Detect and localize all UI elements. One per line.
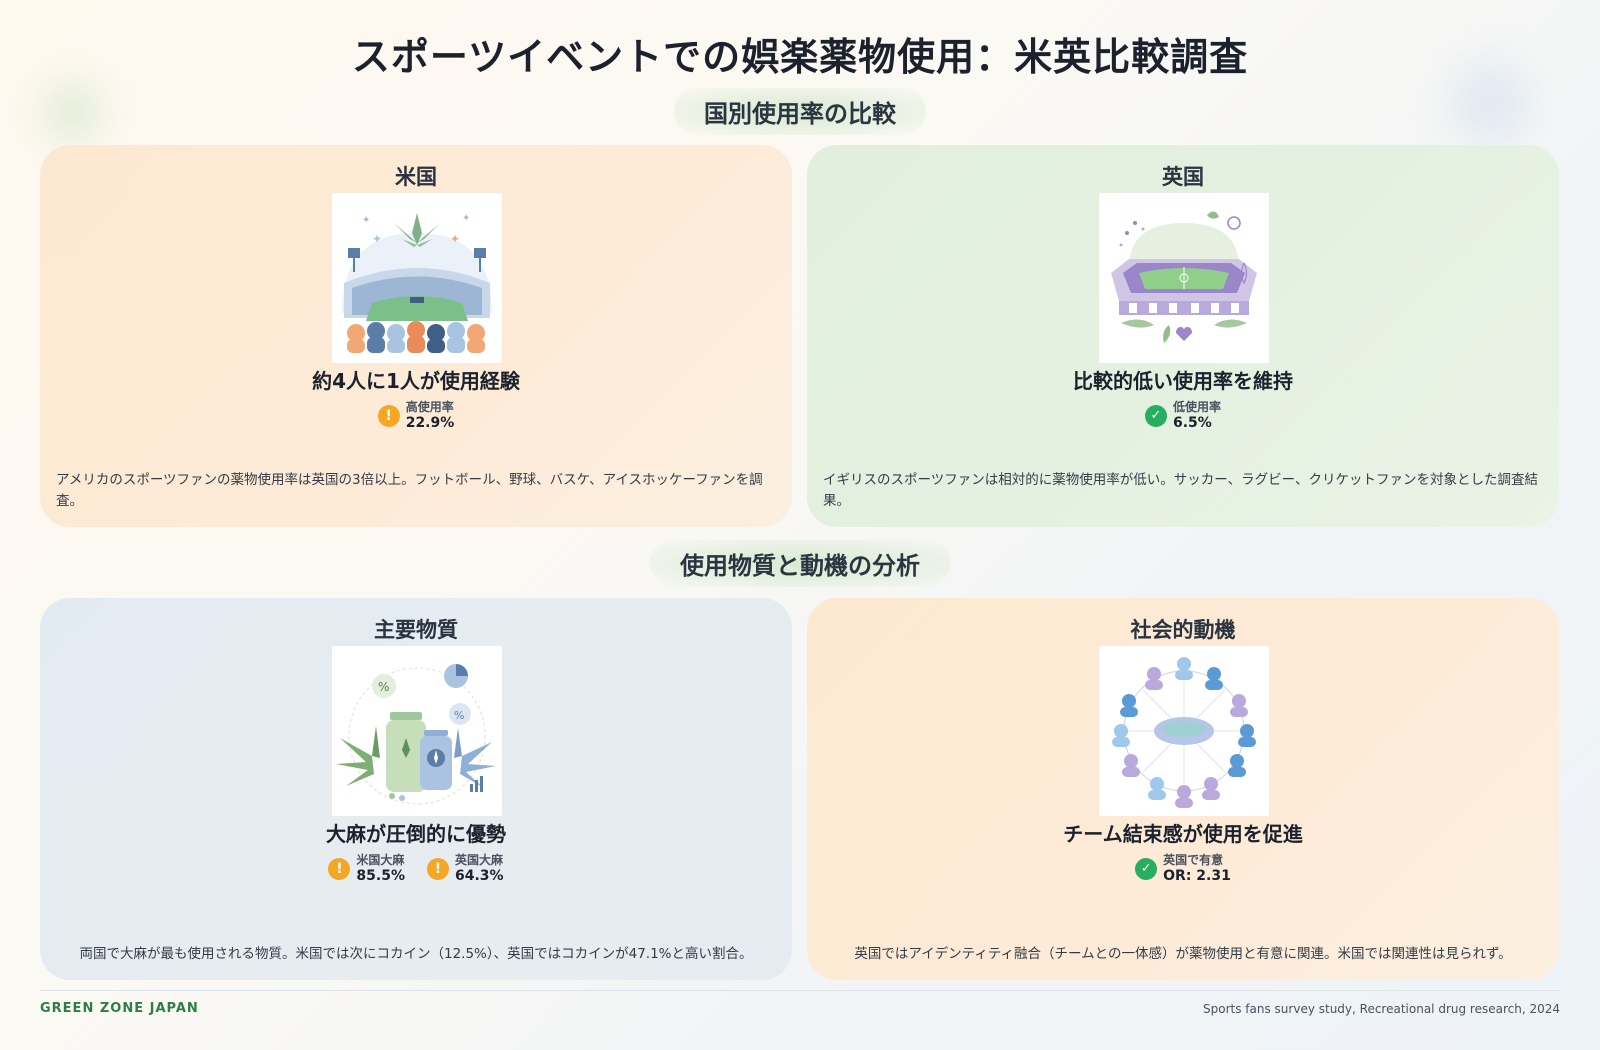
stat-value: 22.9% — [405, 414, 455, 431]
stat-label: 米国大麻 — [356, 853, 405, 867]
stadium-wellness-illustration — [1099, 193, 1269, 363]
check-icon: ✓ — [1135, 857, 1158, 880]
card-title: 英国 — [1162, 165, 1204, 189]
exclamation-icon: ! — [427, 857, 449, 880]
card-title: 米国 — [395, 165, 437, 189]
source-citation: Sports fans survey study, Recreational d… — [1203, 1002, 1560, 1016]
card-uk: 英国 比較的低い使用率を維持 ✓ 低使用 — [807, 145, 1559, 527]
stats-row: ✓ 英国で有意 OR: 2.31 — [807, 853, 1559, 884]
stats-row: ! 高使用率 22.9% — [40, 400, 792, 431]
stat-label: 高使用率 — [405, 400, 454, 414]
stat-value: 85.5% — [356, 867, 405, 884]
svg-text:✦: ✦ — [450, 232, 460, 246]
fans-network-illustration — [1099, 646, 1269, 816]
svg-text:%: % — [454, 709, 464, 722]
footer-divider — [40, 990, 1560, 991]
stats-row: ✓ 低使用率 6.5% — [807, 400, 1559, 431]
svg-text:✦: ✦ — [372, 232, 382, 246]
check-icon: ✓ — [1144, 404, 1167, 427]
cannabis-bottles-illustration: % % — [332, 646, 502, 816]
stats-row: ! 米国大麻 85.5% ! 英国大麻 64.3% — [40, 853, 792, 884]
decor-blob-blue — [1450, 62, 1530, 142]
stat-label: 英国で有意 — [1163, 853, 1224, 867]
brand-name: GREEN ZONE JAPAN — [40, 1001, 199, 1016]
card-substances: 主要物質 % % 大麻が圧倒的に優勢 ! 米国大麻 — [40, 598, 792, 980]
stadium-cannabis-illustration: ✦ ✦ ✦ ✦ — [332, 193, 502, 363]
card-description: 両国で大麻が最も使用される物質。米国では次にコカイン（12.5%）、英国ではコカ… — [79, 946, 753, 963]
card-title: 主要物質 — [374, 618, 458, 642]
svg-text:✦: ✦ — [462, 213, 470, 224]
card-us: 米国 ✦ ✦ ✦ ✦ 約4人に1人が使用経験 — [40, 145, 792, 527]
card-headline: 約4人に1人が使用経験 — [312, 369, 520, 393]
section-title-analysis: 使用物質と動機の分析 — [0, 540, 1600, 587]
exclamation-icon: ! — [328, 857, 351, 880]
decor-blob-green — [40, 80, 104, 144]
stat-item: ✓ 英国で有意 OR: 2.31 — [1135, 853, 1231, 884]
stat-item: ! 英国大麻 64.3% — [427, 853, 504, 884]
stat-value: 6.5% — [1172, 414, 1212, 431]
card-headline: 比較的低い使用率を維持 — [1073, 369, 1293, 393]
card-description: イギリスのスポーツファンは相対的に薬物使用率が低い。サッカー、ラグビー、クリケッ… — [823, 471, 1538, 510]
stat-item: ✓ 低使用率 6.5% — [1144, 400, 1221, 431]
card-headline: チーム結束感が使用を促進 — [1063, 822, 1303, 846]
card-description: 英国ではアイデンティティ融合（チームとの一体感）が薬物使用と有意に関連。米国では… — [854, 946, 1512, 963]
stat-item: ! 米国大麻 85.5% — [328, 853, 405, 884]
stat-value: OR: 2.31 — [1163, 867, 1231, 884]
stat-value: 64.3% — [455, 867, 504, 884]
card-title: 社会的動機 — [1130, 618, 1236, 642]
stat-label: 英国大麻 — [455, 853, 504, 867]
svg-text:%: % — [378, 680, 389, 694]
section-title-country: 国別使用率の比較 — [0, 88, 1600, 135]
card-social-motivation: 社会的動機 チーム結束 — [807, 598, 1559, 980]
stat-label: 低使用率 — [1172, 400, 1221, 414]
card-description: アメリカのスポーツファンの薬物使用率は英国の3倍以上。フットボール、野球、バスケ… — [56, 471, 763, 510]
stat-item: ! 高使用率 22.9% — [377, 400, 455, 431]
exclamation-icon: ! — [377, 404, 400, 427]
svg-text:✦: ✦ — [362, 215, 370, 226]
card-headline: 大麻が圧倒的に優勢 — [326, 822, 506, 846]
page-title: スポーツイベントでの娯楽薬物使用：米英比較調査 — [351, 35, 1249, 79]
